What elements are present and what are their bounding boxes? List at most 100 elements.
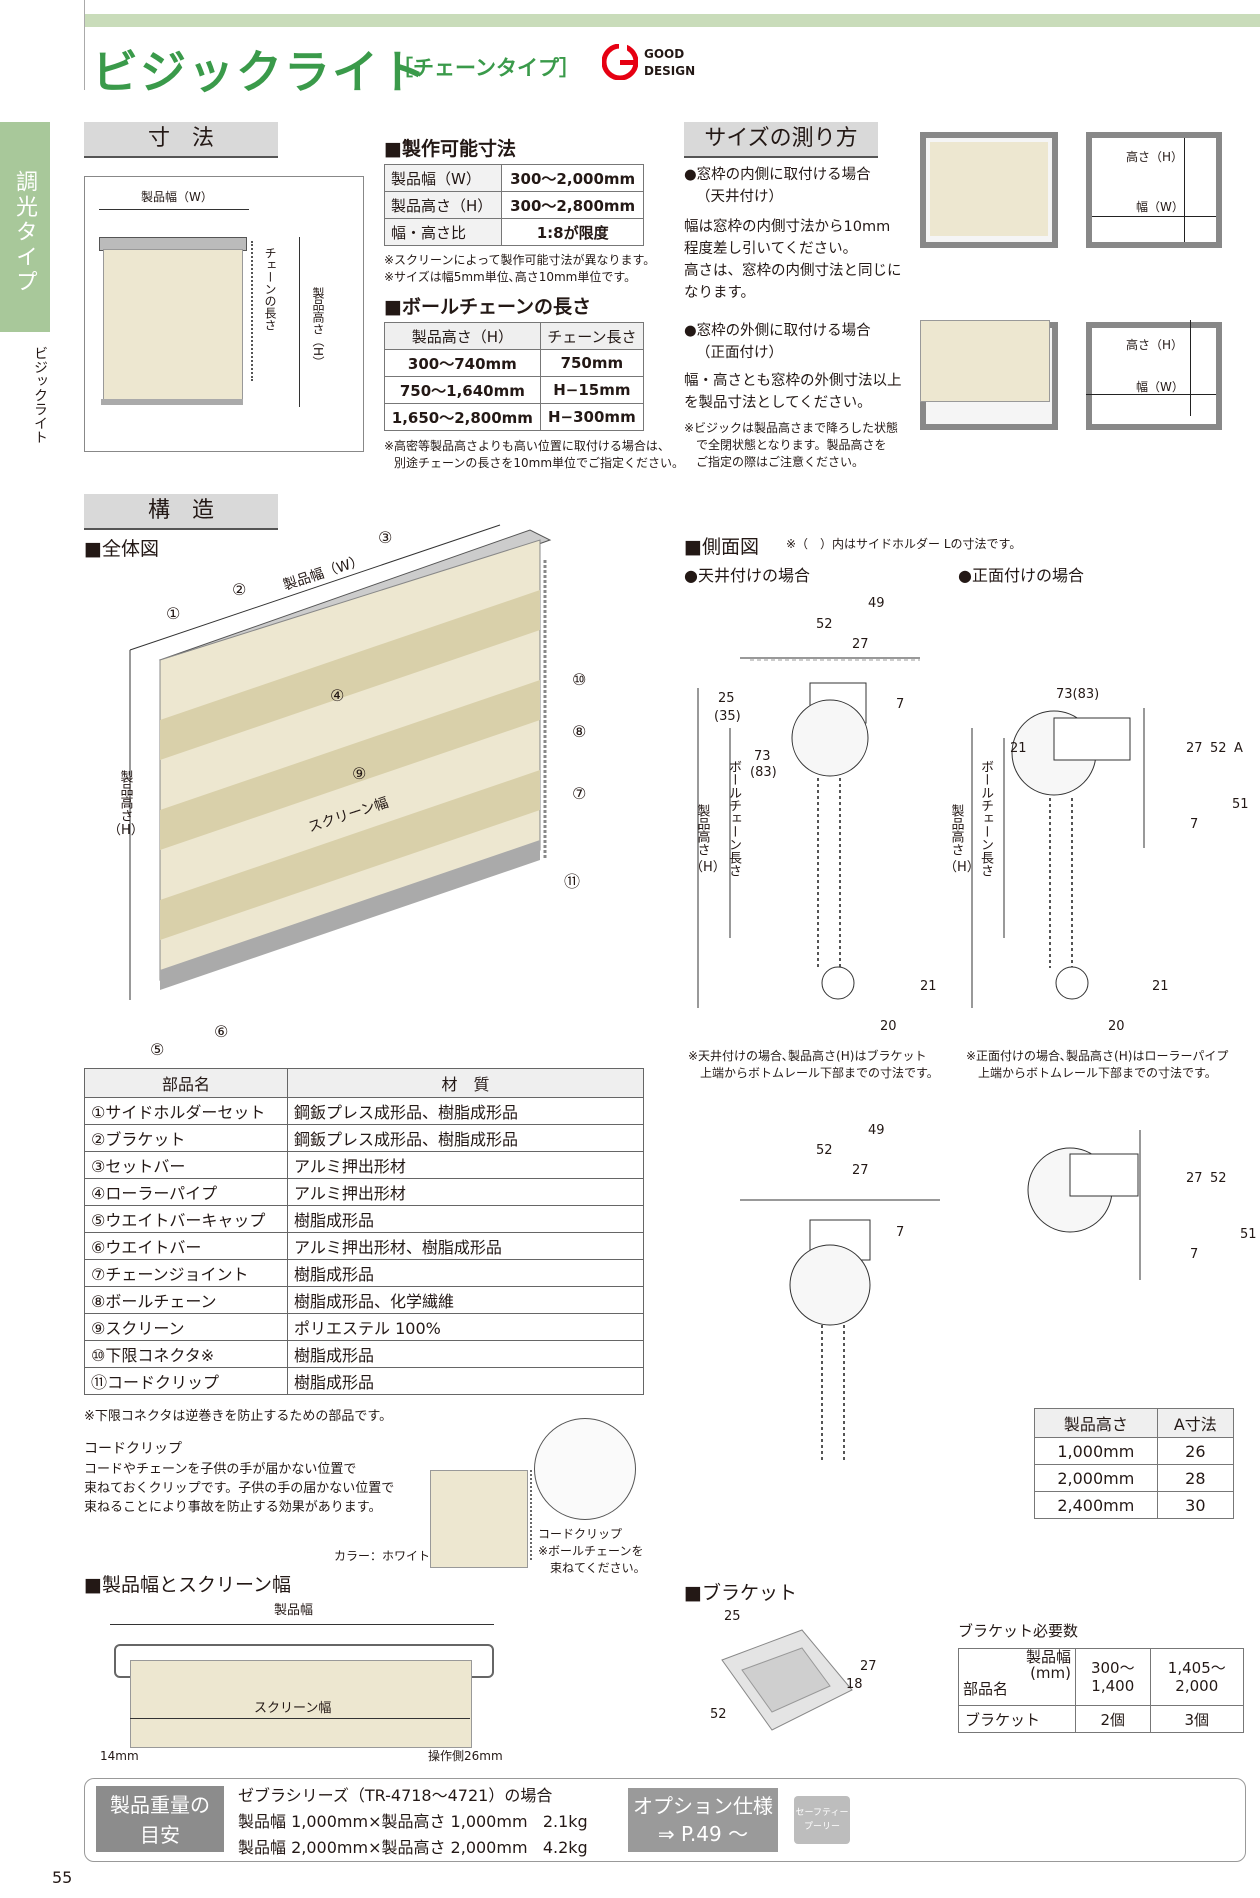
weight-label: 製品重量の目安 [96, 1786, 224, 1852]
dim-front-73: 73(83) [1056, 687, 1100, 702]
bracket-dim-18: 18 [846, 1677, 863, 1692]
lower-dim-27: 27 [852, 1163, 869, 1178]
dim-front-27: 27 [1186, 741, 1203, 756]
dim-27: 27 [852, 637, 869, 652]
callout-2: ② [232, 580, 247, 599]
sideview-front-title: ●正面付けの場合 [958, 566, 1084, 585]
dim-front-7: 7 [1190, 817, 1199, 832]
front-chain-label: ボールチェーン長さ [978, 760, 993, 877]
dims-width-label: 製品幅（W） [141, 190, 213, 204]
sideview-note-front: ※正面付けの場合､製品高さ(H)はローラーパイプ 上端からボトムレール下部までの… [966, 1049, 1229, 1080]
dims-height-label: 製品高さ（H） [311, 287, 325, 369]
sideview-ceiling-title: ●天井付けの場合 [684, 566, 810, 585]
dim-35: (35) [714, 709, 741, 724]
dim-73: 73 [754, 749, 771, 764]
dim-83: (83) [750, 765, 777, 780]
dim-49: 49 [868, 596, 885, 611]
sideview-ceiling-diagram [697, 657, 920, 1008]
clip-detail-circle [534, 1418, 636, 1520]
table-row: ⑥ウエイトバーアルミ押出形材、樹脂成形品 [84, 1232, 644, 1260]
table-row: ⑪コードクリップ樹脂成形品 [84, 1367, 644, 1395]
dim-front-51: 51 [1232, 797, 1249, 812]
dims-chain-label: チェーンの長さ [263, 247, 277, 331]
made-heading: ■製作可能寸法 [384, 138, 516, 160]
callout-3: ③ [378, 528, 393, 547]
chain-heading: ■ボールチェーンの長さ [384, 296, 592, 318]
lower-front-7: 7 [1190, 1247, 1199, 1262]
window-inside-illustration [920, 132, 1058, 248]
footer-box [84, 1778, 1246, 1862]
clip-color: カラー：ホワイト [334, 1549, 431, 1563]
window-outside-illustration [920, 320, 1058, 430]
widths-heading: ■製品幅とスクリーン幅 [84, 1574, 292, 1596]
measure-case1: ●窓枠の内側に取付ける場合 （天井付け） 幅は窓枠の内側寸法から10mm 程度差… [684, 167, 902, 301]
lower-dim-7: 7 [896, 1225, 905, 1240]
callout-4: ④ [330, 686, 345, 705]
overall-width-label: 製品幅（W） [281, 553, 366, 594]
sideview-ceiling-detail [740, 1199, 940, 1460]
callout-1: ① [166, 604, 181, 623]
front-height-label: 製品高さ （H） [944, 804, 980, 875]
overall-diagram: 製品幅（W） スクリーン幅 [129, 524, 552, 1000]
dim-front-20: 20 [1108, 1019, 1125, 1034]
table-row: ⑤ウエイトバーキャップ樹脂成形品 [84, 1205, 644, 1233]
callout-11: ⑪ [564, 872, 581, 891]
weight-line-1: 製品幅 1,000mm×製品高さ 1,000mm 2.1kg [238, 1812, 588, 1831]
side-tab-label: 調光タイプ [12, 170, 37, 295]
bracket-need-table: 製品幅 (mm) 部品名 300〜1,400 1,405〜2,000 ブラケット… [958, 1648, 1245, 1733]
bracket-dim-25: 25 [724, 1609, 741, 1624]
clip-blind-illustration [430, 1470, 528, 1568]
structure-heading: 構 造 [84, 494, 278, 530]
dims-heading: 寸 法 [84, 122, 278, 158]
overall-heading: ■全体図 [84, 538, 159, 560]
clip-chain [530, 1470, 534, 1560]
dim-7: 7 [896, 697, 905, 712]
sideview-note: ※（ ）内はサイドホルダー Lの寸法です。 [786, 537, 1022, 551]
table-row: ①サイドホルダーセット鋼鈑プレス成形品、樹脂成形品 [84, 1097, 644, 1125]
window-inside-diagram: 高さ（H） 幅（W） [1086, 132, 1222, 248]
dim-front-52: 52 [1210, 741, 1227, 756]
callout-7: ⑦ [572, 784, 587, 803]
page-number: 55 [52, 1868, 73, 1887]
ceiling-height-label: 製品高さ （H） [690, 804, 726, 875]
clip-title: コードクリップ [84, 1441, 182, 1457]
dim-21: 21 [920, 979, 937, 994]
clip-body: コードやチェーンを子供の手が届かない位置で束ねておくクリップです。子供の手の届か… [84, 1462, 395, 1515]
lower-dim-52: 52 [816, 1143, 833, 1158]
lower-dim-49: 49 [868, 1123, 885, 1138]
sideview-note-ceiling: ※天井付けの場合､製品高さ(H)はブラケット 上端からボトムレール下部までの寸法… [688, 1049, 939, 1080]
sideview-front-detail [1027, 1130, 1141, 1280]
bracket-need-title: ブラケット必要数 [958, 1622, 1079, 1640]
lower-front-27: 27 [1186, 1171, 1203, 1186]
dim-25: 25 [718, 691, 735, 706]
page-subtitle: ［チェーンタイプ］ [392, 56, 580, 80]
callout-9: ⑨ [352, 764, 367, 783]
table-row: ④ローラーパイプアルミ押出形材 [84, 1178, 644, 1206]
widths-diagram: 製品幅 スクリーン幅 14mm 操作側26mm [100, 1603, 503, 1763]
good-design-logo-icon [602, 44, 638, 80]
side-sub-label: ビジックライト [32, 346, 48, 444]
bracket-illustration [721, 1629, 853, 1731]
clip-label: コードクリップ ※ボールチェーンを 束ねてください。 [538, 1527, 646, 1575]
dim-front-a: A [1234, 741, 1243, 756]
dims-diagram: 製品幅（W） チェーンの長さ 製品高さ（H） [84, 176, 364, 452]
option-chip-safety-pulley[interactable]: セーフティープーリー [794, 1796, 850, 1844]
weight-series: ゼブラシリーズ（TR-4718〜4721）の場合 [238, 1786, 553, 1805]
window-outside-diagram: 高さ（H） 幅（W） [1086, 320, 1222, 430]
table-row: ⑨スクリーンポリエステル 100% [84, 1313, 644, 1341]
parts-note: ※下限コネクタは逆巻きを防止するための部品です。 [84, 1409, 393, 1424]
lower-front-52: 52 [1210, 1171, 1227, 1186]
ceiling-chain-label: ボールチェーン長さ [726, 760, 741, 877]
measure-heading: サイズの測り方 [684, 122, 878, 158]
sideview-heading: ■側面図 [684, 536, 759, 558]
dim-52: 52 [816, 617, 833, 632]
table-row: ⑧ボールチェーン樹脂成形品、化学繊維 [84, 1286, 644, 1314]
side-tab [0, 122, 50, 332]
measure-case2: ●窓枠の外側に取付ける場合 （正面付け） 幅・高さとも窓枠の外側寸法以上 を製品… [684, 323, 902, 411]
option-link[interactable]: オプション仕様⇒ P.49 〜 [628, 1788, 778, 1852]
dim-front-21: 21 [1010, 741, 1027, 756]
bracket-dim-27: 27 [860, 1659, 877, 1674]
